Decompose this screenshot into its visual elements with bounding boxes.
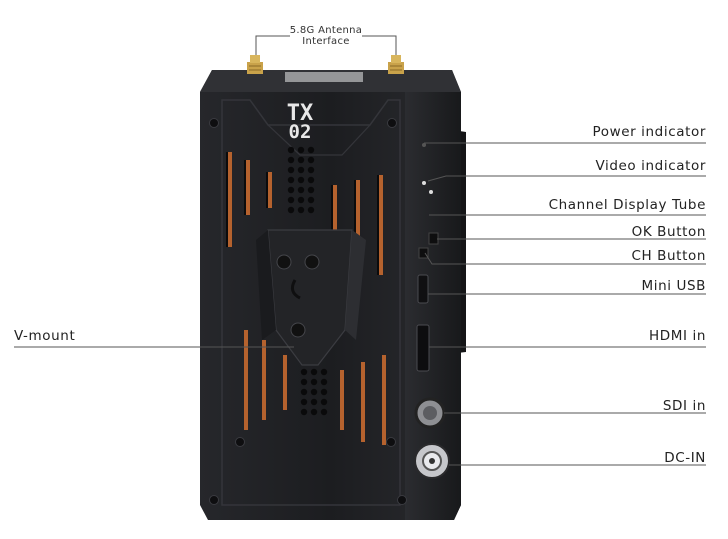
label-hdmi-in: HDMI in (649, 328, 706, 344)
device-logo-line1: TX (287, 101, 314, 126)
vent-dot (287, 146, 295, 154)
label-dc-in: DC-IN (664, 450, 706, 466)
vent-dot (300, 388, 308, 396)
antenna-label-line2: Interface (302, 36, 350, 47)
label-mini-usb: Mini USB (641, 278, 706, 294)
vent-dot (300, 378, 308, 386)
vent-dot (287, 186, 295, 194)
vent-dot (307, 196, 315, 204)
vent-dot (307, 146, 315, 154)
label-power-indicator: Power indicator (592, 124, 706, 140)
vent-dot (287, 176, 295, 184)
label-ch-button: CH Button (631, 248, 706, 264)
vent-dot (297, 166, 305, 174)
vent-dot (300, 398, 308, 406)
vent-dot (320, 408, 328, 416)
vent-dot (307, 166, 315, 174)
antenna-connector-left (247, 55, 263, 74)
vent-dot (297, 206, 305, 214)
antenna-connector-right (388, 55, 404, 74)
vent-dot (320, 388, 328, 396)
device-logo-line2: 02 (289, 121, 312, 143)
vent-dot (297, 186, 305, 194)
vent-dot (320, 398, 328, 406)
vent-dot (300, 408, 308, 416)
vent-dot (307, 206, 315, 214)
vent-dot (287, 206, 295, 214)
label-video-indicator: Video indicator (595, 158, 706, 174)
dot-grid-bottom (300, 368, 328, 416)
vent-dot (287, 196, 295, 204)
label-ok-button: OK Button (631, 224, 706, 240)
vent-dot (320, 378, 328, 386)
vent-dot (307, 186, 315, 194)
label-sdi-in: SDI in (662, 398, 706, 414)
vent-dot (287, 156, 295, 164)
label-v-mount: V-mount (14, 328, 76, 344)
antenna-label-line1: 5.8G Antenna (289, 25, 363, 36)
side-ports (414, 143, 450, 479)
v-mount-plate (256, 229, 366, 366)
leader-lines (14, 35, 706, 466)
vent-dot (297, 146, 305, 154)
vent-dot (320, 368, 328, 376)
vent-dot (307, 176, 315, 184)
vent-dot (310, 368, 318, 376)
label-channel-display: Channel Display Tube (548, 197, 706, 213)
vent-slots (228, 152, 386, 445)
dot-grid-top (287, 146, 315, 214)
vent-dot (307, 156, 315, 164)
vent-dot (287, 166, 295, 174)
screws (209, 118, 407, 505)
antenna-label: 5.8G Antenna Interface (276, 25, 376, 47)
vent-dot (297, 196, 305, 204)
vent-dot (297, 156, 305, 164)
vent-dot (310, 388, 318, 396)
vent-dot (310, 398, 318, 406)
vent-dot (300, 368, 308, 376)
front-panel-ridge (221, 99, 401, 506)
vent-dot (297, 176, 305, 184)
vent-dot (310, 378, 318, 386)
vent-dot (310, 408, 318, 416)
